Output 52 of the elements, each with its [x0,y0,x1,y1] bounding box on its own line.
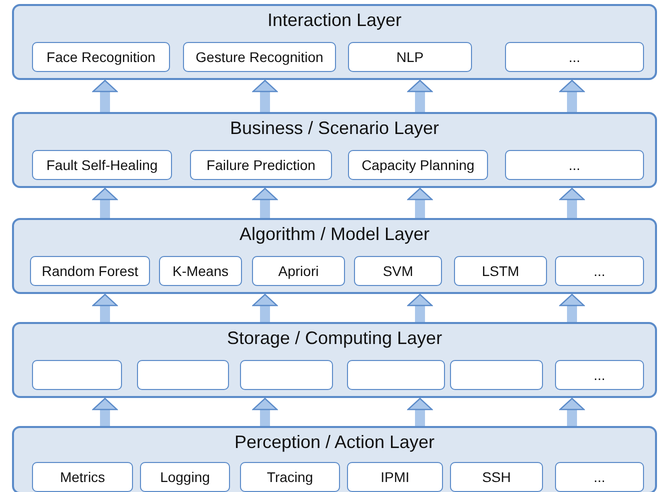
block-arrow [92,80,118,112]
module-card: Capacity Planning [348,150,488,180]
module-card: LSTM [454,256,547,286]
module-card: Random Forest [30,256,150,286]
block-arrow [559,294,585,322]
block-arrow [559,188,585,218]
module-card: ... [555,360,644,390]
layer-title: Algorithm / Model Layer [238,224,431,245]
layer-panel [12,4,657,80]
module-card: Face Recognition [32,42,170,72]
module-card: ... [555,256,644,286]
module-card: ... [505,42,644,72]
block-arrow [92,294,118,322]
block-arrow [407,188,433,218]
block-arrow [559,80,585,112]
layer-title: Perception / Action Layer [233,432,436,453]
module-card: SVM [354,256,442,286]
layer-panel [12,322,657,398]
block-arrow [92,398,118,426]
module-card: IPMI [347,462,443,492]
module-card: ... [555,462,644,492]
empty-module-box [347,360,445,390]
layer-panel [12,112,657,188]
layer-panel [12,218,657,294]
module-card: Fault Self-Healing [32,150,172,180]
module-card: Tracing [240,462,340,492]
block-arrow [559,398,585,426]
block-arrow [92,188,118,218]
module-card: NLP [348,42,472,72]
layer-title: Interaction Layer [266,10,403,31]
module-card: Failure Prediction [190,150,332,180]
block-arrow [407,398,433,426]
module-card: Logging [140,462,230,492]
block-arrow [252,188,278,218]
empty-module-box [32,360,122,390]
layer-title: Business / Scenario Layer [228,118,440,139]
module-card: Gesture Recognition [183,42,336,72]
layer-title: Storage / Computing Layer [226,328,444,349]
empty-module-box [450,360,543,390]
empty-module-box [240,360,333,390]
block-arrow [252,80,278,112]
module-card: K-Means [159,256,242,286]
module-card: ... [505,150,644,180]
empty-module-box [137,360,229,390]
module-card: SSH [450,462,543,492]
module-card: Apriori [252,256,345,286]
block-arrow [407,80,433,112]
block-arrow [252,398,278,426]
module-card: Metrics [32,462,133,492]
block-arrow [252,294,278,322]
block-arrow [407,294,433,322]
layer-panel [12,426,657,492]
